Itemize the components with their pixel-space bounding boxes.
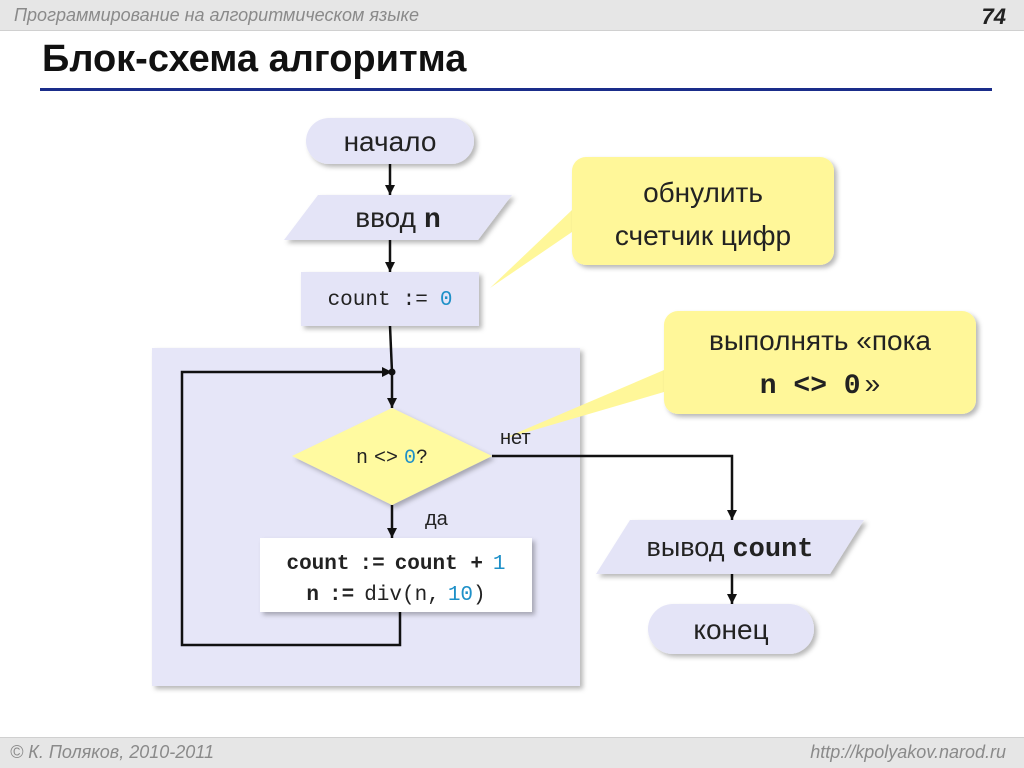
footer-site-link[interactable]: http://kpolyakov.narod.ru <box>810 742 1006 762</box>
end-label: конец <box>693 614 768 645</box>
decision-variable: n <box>356 447 368 470</box>
svg-text:count:=count +1: count := count + 1 <box>286 553 505 576</box>
start-terminal <box>306 118 474 164</box>
callout-loop-line1: выполнять «пока <box>709 325 931 356</box>
init-assign-op: := <box>403 289 428 312</box>
loop-junction <box>388 368 396 376</box>
end-terminal <box>648 604 814 654</box>
body-line2-call: div(n, <box>364 584 440 607</box>
svg-text:n<>0?: n <> 0? <box>356 447 428 470</box>
callout-loop-code: n <> 0 <box>760 371 861 402</box>
svg-text:n <> 0»: n <> 0» <box>760 368 880 402</box>
body-line1-lhs: count <box>286 553 349 576</box>
page-number: 74 <box>981 4 1006 29</box>
body-line2-op: := <box>329 584 354 607</box>
header-bar: Программирование на алгоритмическом язык… <box>0 0 1024 31</box>
yes-branch-label: да <box>425 508 449 530</box>
callout-reset-line2: счетчик цифр <box>615 220 791 251</box>
title-underline <box>40 88 992 91</box>
init-value: 0 <box>440 289 453 312</box>
footer-author: © К. Поляков, 2010-2011 <box>10 742 214 762</box>
connectors <box>180 163 737 647</box>
input-variable: n <box>424 205 441 236</box>
body-line2-lhs: n <box>306 584 319 607</box>
body-line1-expr: count + <box>395 553 483 576</box>
callout-loop-condition: выполнять «пока n <> 0» <box>500 311 976 440</box>
body-line2-number: 10 <box>448 584 473 607</box>
output-keyword: вывод <box>647 532 725 562</box>
output-block <box>596 520 864 574</box>
init-block <box>301 272 479 326</box>
body-line1-number: 1 <box>493 553 506 576</box>
input-block <box>284 195 512 240</box>
callout-reset-line1: обнулить <box>643 177 763 208</box>
svg-text:count:=0: count := 0 <box>328 289 453 312</box>
input-keyword: ввод <box>355 202 416 233</box>
init-variable: count <box>328 289 391 312</box>
loop-body-block <box>260 538 532 612</box>
output-variable: count <box>732 535 813 565</box>
decision-operator: <> <box>374 447 398 470</box>
start-label: начало <box>344 126 437 157</box>
decision-question-mark: ? <box>416 447 428 470</box>
loop-region <box>152 348 580 686</box>
svg-text:n:=div(n,10): n := div(n, 10) <box>306 584 485 607</box>
body-line1-op: := <box>359 553 384 576</box>
callout-reset-counter: обнулить счетчик цифр <box>490 157 834 288</box>
no-branch-label: нет <box>500 427 531 449</box>
decision-value: 0 <box>404 447 416 470</box>
course-title: Программирование на алгоритмическом язык… <box>14 5 420 25</box>
callout-loop-quote: » <box>865 368 881 399</box>
slide-title: Блок-схема алгоритма <box>42 38 467 80</box>
footer-bar: © К. Поляков, 2010-2011 http://kpolyakov… <box>0 737 1024 768</box>
body-line2-close: ) <box>473 584 486 607</box>
decision-block <box>292 408 492 505</box>
